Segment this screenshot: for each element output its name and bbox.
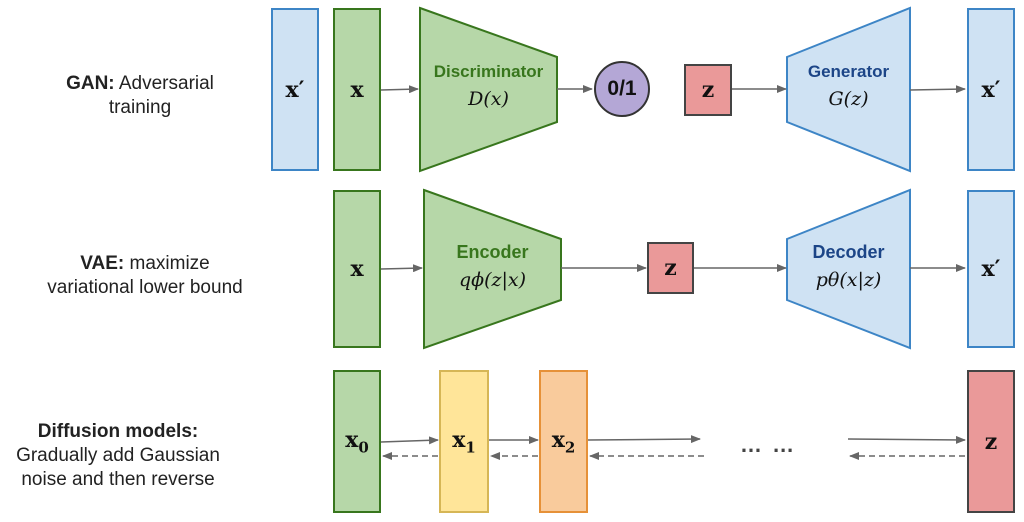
diffusion-label-line3: noise and then reverse bbox=[21, 469, 215, 490]
diff-x2-sub: 2 bbox=[564, 438, 576, 457]
diff-z-box: z bbox=[967, 370, 1015, 513]
gan-x-text: x bbox=[350, 76, 364, 103]
diffusion-label: Diffusion models: Gradually add Gaussian… bbox=[0, 420, 236, 492]
gan-label: GAN: Adversarial training bbox=[45, 72, 235, 120]
diff-forward-0-1 bbox=[380, 436, 439, 445]
diff-z-text: z bbox=[984, 428, 998, 455]
gan-x-box: x bbox=[333, 8, 381, 171]
diff-x2-base: x bbox=[551, 426, 565, 453]
gan-z-box: z bbox=[684, 64, 732, 116]
diff-ellipsis: … … bbox=[740, 432, 797, 457]
diff-x1-box: x1 bbox=[439, 370, 489, 513]
vae-arrow-x-to-enc bbox=[380, 264, 423, 273]
gan-z-text: z bbox=[701, 77, 715, 103]
encoder-shape bbox=[423, 188, 562, 350]
vae-label-bold: VAE: bbox=[80, 253, 125, 274]
gan-label-bold: GAN: bbox=[66, 73, 115, 94]
vae-label-line2: variational lower bound bbox=[47, 277, 243, 298]
vae-label: VAE: maximize variational lower bound bbox=[20, 252, 270, 300]
vae-label-rest: maximize bbox=[124, 253, 210, 274]
vae-x-prime-box: x′ bbox=[967, 190, 1015, 348]
diff-x0-box: x0 bbox=[333, 370, 381, 513]
discriminator-shape bbox=[419, 6, 558, 173]
decoder-label: Decoder pθ(x|z) bbox=[787, 242, 910, 291]
diff-x1-text: x1 bbox=[452, 427, 476, 456]
discriminator-label: Discriminator D(x) bbox=[420, 62, 557, 110]
generator-title: Generator bbox=[807, 62, 890, 81]
gan-label-rest: Adversarial bbox=[114, 73, 214, 94]
gan-arrow-gen-to-xprime bbox=[909, 85, 966, 94]
gan-x-prime-left: x′ bbox=[271, 8, 319, 171]
generator-math: G(z) bbox=[828, 88, 869, 110]
gan-label-line2: training bbox=[108, 97, 172, 118]
encoder-math: qϕ(z|x) bbox=[458, 269, 527, 291]
gan-output-text: 0/1 bbox=[607, 77, 637, 100]
discriminator-math: D(x) bbox=[468, 88, 509, 110]
diff-x0-base: x bbox=[345, 426, 359, 453]
vae-x-text: x bbox=[350, 256, 364, 282]
encoder-title: Encoder bbox=[456, 242, 529, 262]
diff-forward-2-dots bbox=[587, 435, 701, 444]
decoder-title: Decoder bbox=[812, 242, 885, 262]
decoder-shape bbox=[786, 188, 911, 350]
generator-shape bbox=[786, 6, 911, 173]
diff-x0-text: x0 bbox=[345, 427, 369, 456]
diffusion-label-bold: Diffusion models: bbox=[37, 421, 199, 442]
diff-x1-base: x bbox=[452, 426, 466, 453]
decoder-math: pθ(x|z) bbox=[815, 269, 882, 291]
gan-x-prime-left-text: x′ bbox=[285, 76, 305, 103]
diffusion-label-line2: Gradually add Gaussian bbox=[16, 445, 220, 466]
gan-x-prime-right-text: x′ bbox=[981, 76, 1001, 103]
diff-x2-text: x2 bbox=[552, 427, 576, 456]
vae-x-box: x bbox=[333, 190, 381, 348]
gan-x-prime-right: x′ bbox=[967, 8, 1015, 171]
diff-x1-sub: 1 bbox=[465, 438, 476, 457]
encoder-label: Encoder qϕ(z|x) bbox=[424, 242, 561, 291]
vae-x-prime-text: x′ bbox=[981, 256, 1001, 282]
discriminator-title: Discriminator bbox=[433, 62, 544, 81]
generator-label: Generator G(z) bbox=[787, 62, 910, 110]
vae-z-text: z bbox=[664, 255, 677, 281]
diff-x2-box: x2 bbox=[539, 370, 588, 513]
gan-output-circle: 0/1 bbox=[594, 61, 650, 117]
diff-forward-dots-z bbox=[847, 435, 966, 444]
diff-x0-sub: 0 bbox=[358, 438, 369, 457]
gan-arrow-x-to-disc bbox=[380, 85, 419, 94]
vae-z-box: z bbox=[647, 242, 694, 294]
